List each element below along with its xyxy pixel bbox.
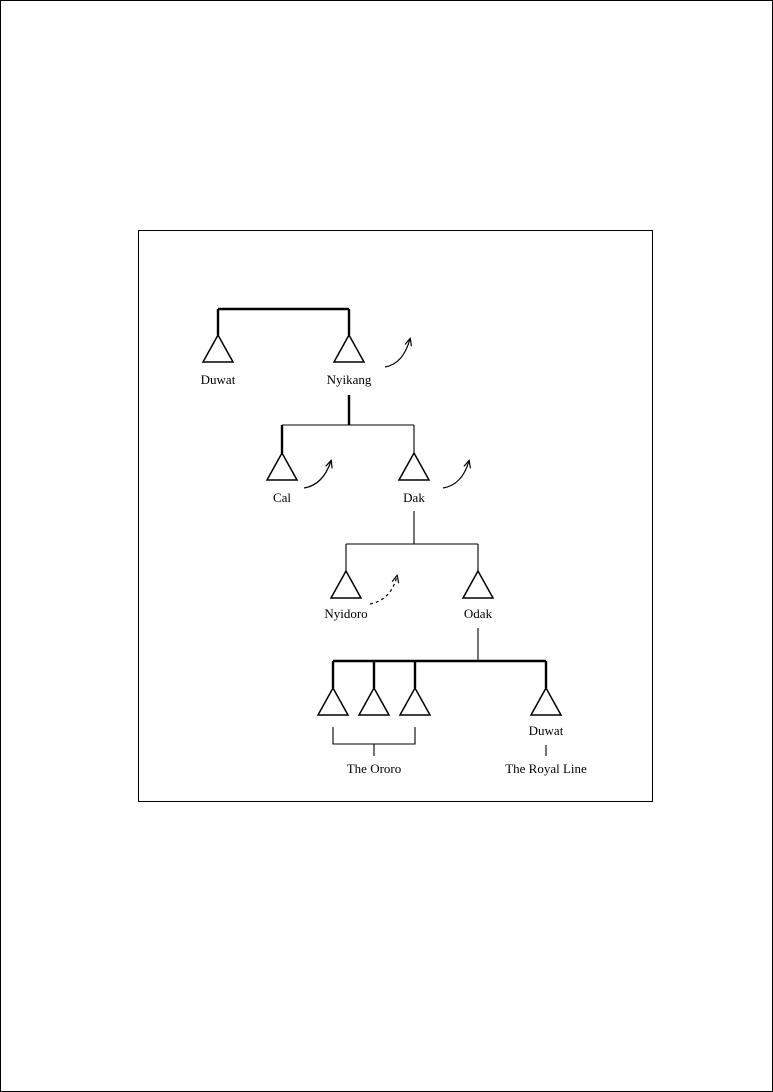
sibling-bar-gen2 xyxy=(280,424,415,453)
label-nyikang: Nyikang xyxy=(327,372,372,387)
ororo-bracket xyxy=(332,727,416,756)
person-duwat-bottom xyxy=(529,686,563,716)
person-ororo-1 xyxy=(316,686,350,716)
label-royal-line-group: The Royal Line xyxy=(505,761,587,776)
label-dak: Dak xyxy=(403,490,425,505)
departure-arrow-nyidoro-dashed xyxy=(369,576,397,605)
person-nyikang xyxy=(332,333,366,363)
label-ororo-group: The Ororo xyxy=(347,761,402,776)
person-ororo-2 xyxy=(357,686,391,716)
figure-frame xyxy=(138,230,653,802)
label-nyidoro: Nyidoro xyxy=(324,606,367,621)
person-ororo-3 xyxy=(398,686,432,716)
label-odak: Odak xyxy=(464,606,493,621)
label-duwat-top: Duwat xyxy=(201,372,236,387)
label-cal: Cal xyxy=(273,490,291,505)
person-duwat-top xyxy=(201,333,235,363)
departure-arrow-dak xyxy=(442,461,469,489)
person-odak xyxy=(461,569,495,599)
departure-arrow-cal xyxy=(303,461,331,489)
person-nyidoro xyxy=(329,569,363,599)
sibling-bar-gen1 xyxy=(216,307,351,335)
label-duwat-bottom: Duwat xyxy=(529,723,564,738)
departure-arrow-nyikang xyxy=(384,339,410,368)
person-dak xyxy=(397,451,431,481)
sibling-bar-gen4 xyxy=(331,659,548,688)
sibling-bar-gen3 xyxy=(345,543,479,571)
person-cal xyxy=(265,451,299,481)
